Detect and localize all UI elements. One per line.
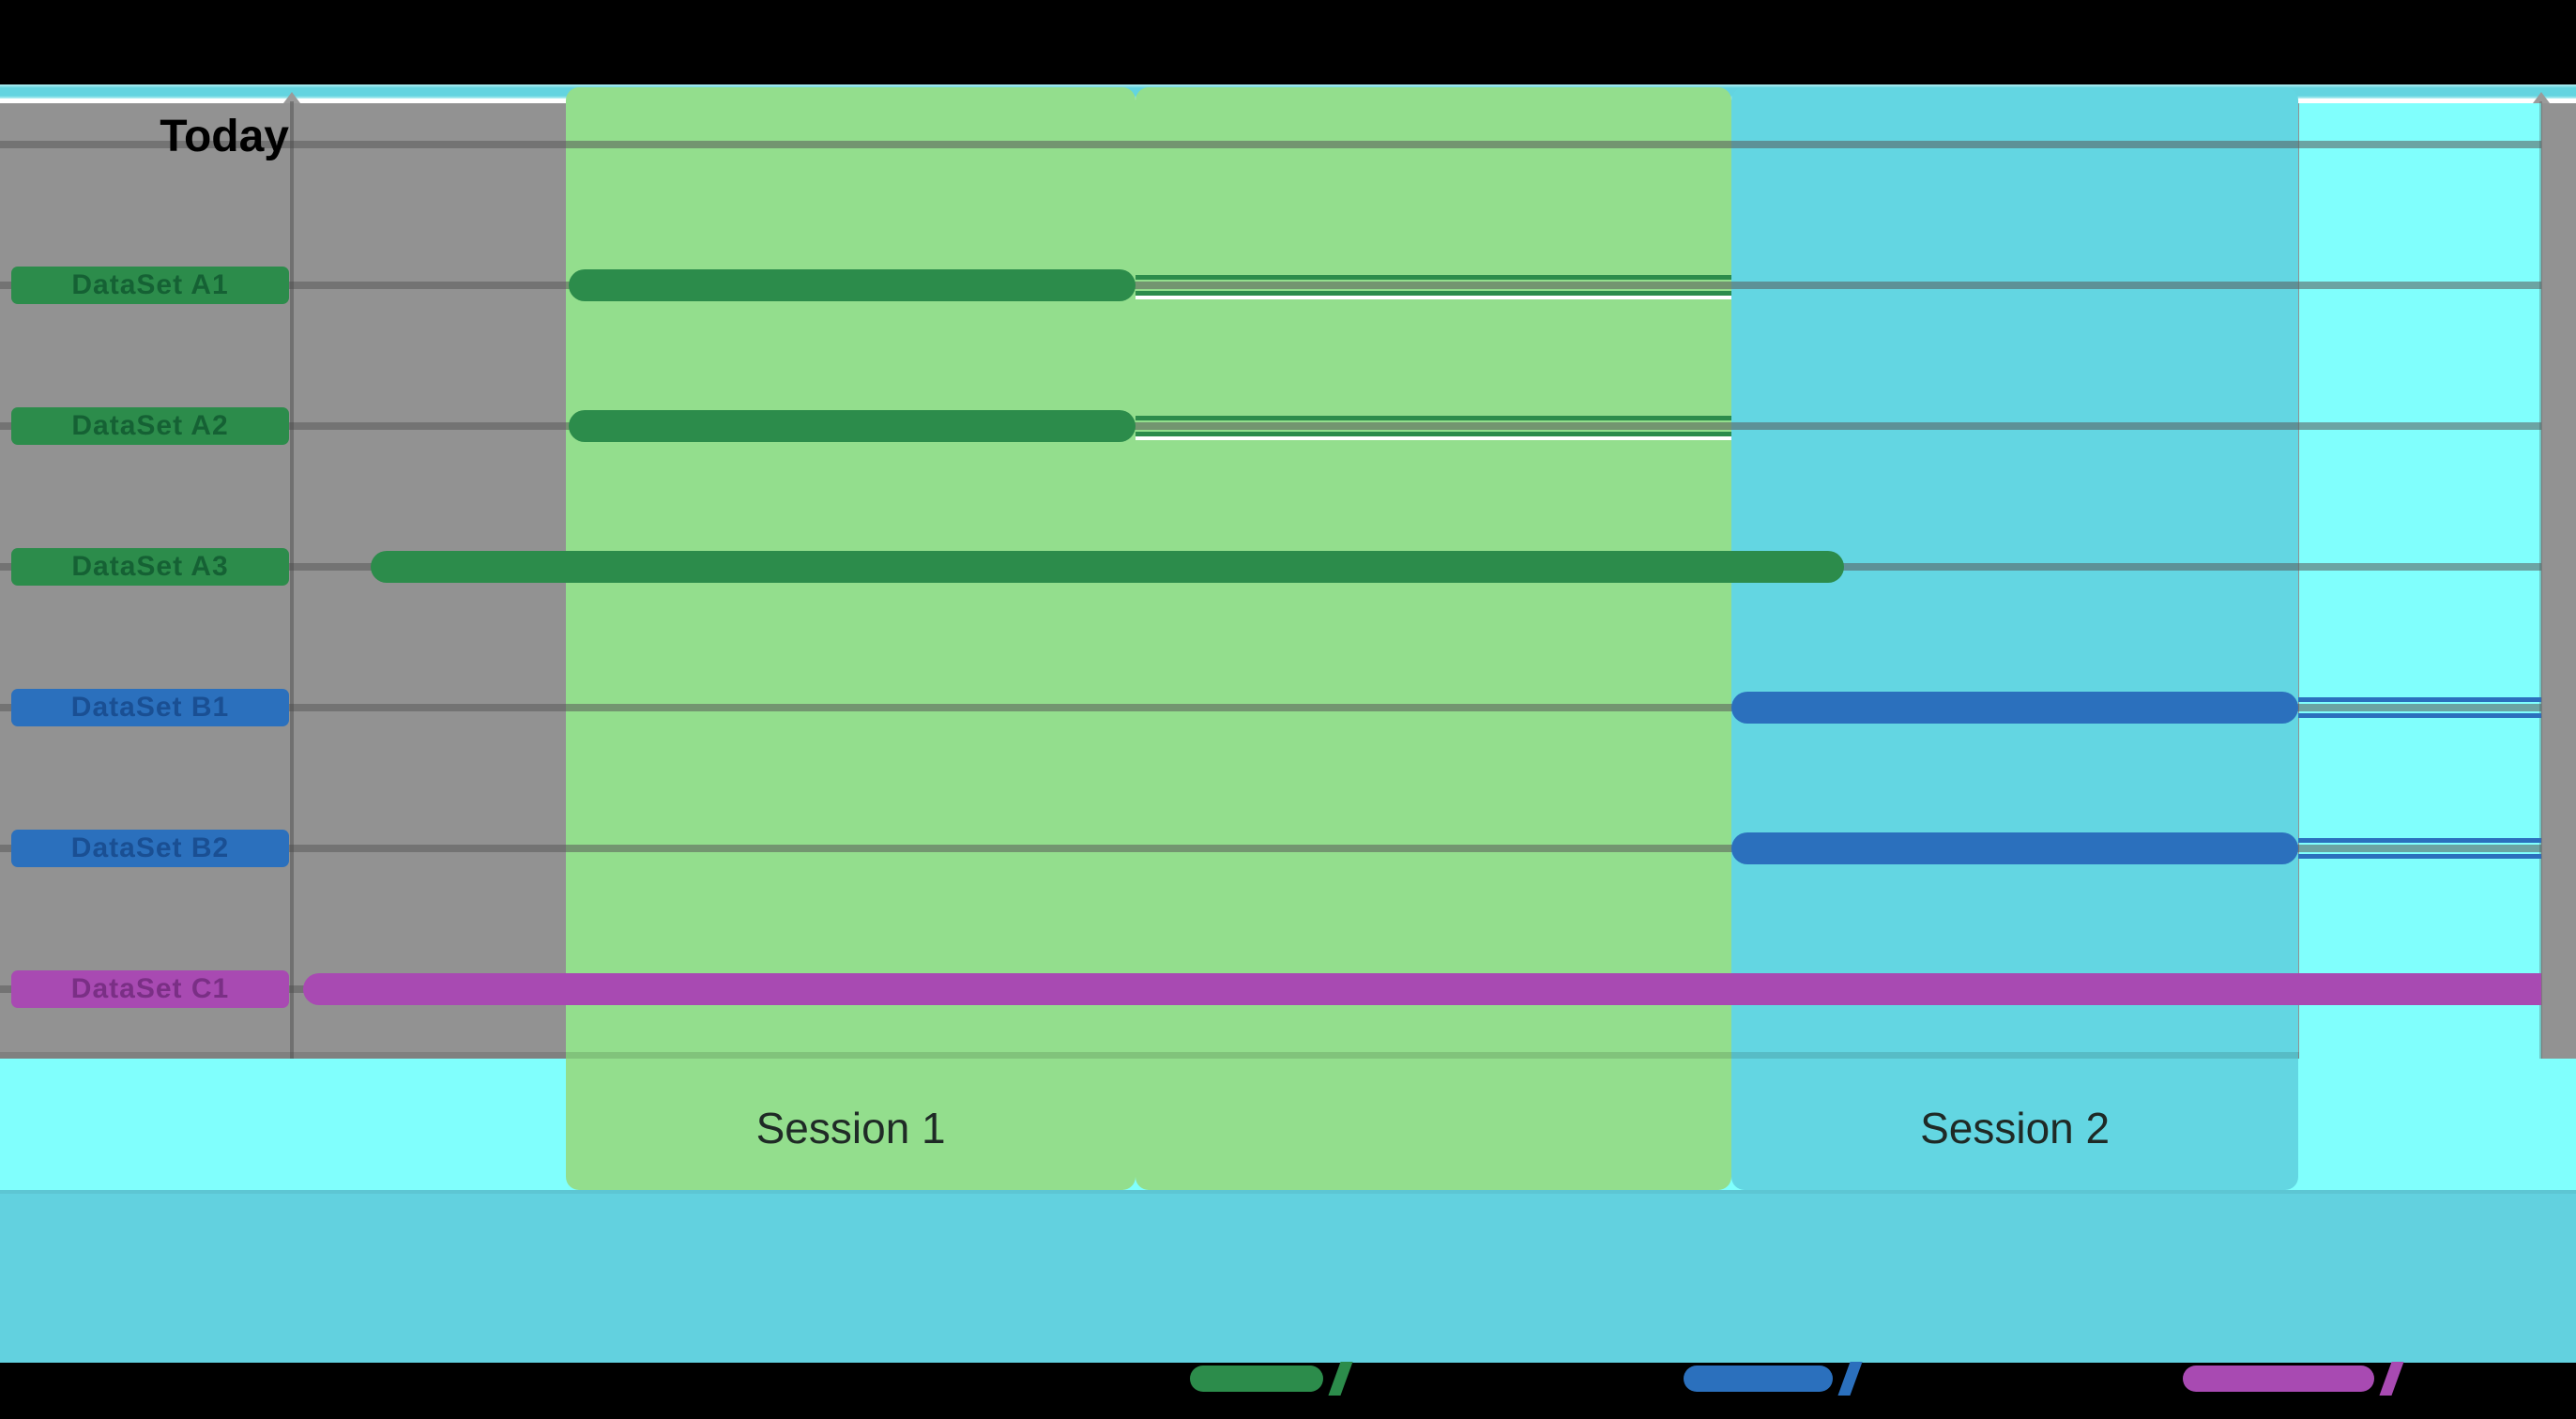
row-label-pill: DataSet A2: [11, 407, 289, 445]
session-band: [1731, 87, 2299, 1190]
task-track-top-edge: [2298, 697, 2541, 702]
row-label-pill: DataSet A1: [11, 267, 289, 304]
row-grid-line: [0, 141, 2541, 148]
task-track-bottom-edge: [1135, 291, 1732, 296]
task-bar: [1731, 692, 2299, 724]
plot-right-edge-line: [2539, 101, 2542, 1059]
session-band: [566, 87, 1136, 1190]
legend-swatch-group-a: [1190, 1366, 1323, 1392]
right-gray-margin-strip: [2541, 103, 2576, 1059]
plot-right-edge-arrow-icon: [2533, 92, 2550, 103]
task-track-bottom-edge: [2298, 854, 2541, 859]
task-bar: [302, 973, 2541, 1005]
row-label-pill: DataSet C1: [11, 970, 289, 1008]
row-label-pill: DataSet B1: [11, 689, 289, 726]
task-bar: [568, 410, 1136, 442]
row-label-pill: DataSet B2: [11, 830, 289, 867]
row-label-pill: DataSet A3: [11, 548, 289, 586]
task-track-underline: [1135, 436, 1732, 440]
bottom-cyan-band: [0, 1190, 2576, 1366]
row-label-text: DataSet B2: [70, 832, 230, 863]
task-track-top-edge: [1135, 275, 1732, 280]
session-label: Session 1: [755, 1104, 946, 1152]
task-track-top-edge: [2298, 838, 2541, 843]
row-label-text: DataSet A1: [71, 269, 229, 300]
legend-swatch-group-b: [1684, 1366, 1833, 1392]
task-track-bottom-edge: [2298, 713, 2541, 718]
today-marker-arrow-icon: [283, 92, 300, 103]
task-track-bottom-edge: [1135, 432, 1732, 436]
today-marker-line: [290, 101, 294, 1059]
session-band: [1135, 87, 1732, 1190]
task-bar: [370, 551, 1844, 583]
plot-bottom-edge: [0, 1052, 2299, 1059]
row-grid-line: [0, 845, 2541, 852]
row-grid-line: [0, 422, 2541, 430]
row-label-text: DataSet A3: [71, 551, 229, 582]
task-bar: [568, 269, 1136, 301]
session-label: Session 2: [1920, 1104, 2111, 1152]
task-track-top-edge: [1135, 416, 1732, 420]
today-label: Today: [160, 112, 289, 161]
legend-swatch-group-c: [2183, 1366, 2374, 1392]
row-label-text: DataSet A2: [71, 410, 229, 441]
row-grid-line: [0, 704, 2541, 711]
task-track-underline: [1135, 296, 1732, 299]
row-label-text: DataSet C1: [70, 973, 230, 1004]
row-grid-line: [0, 282, 2541, 289]
task-bar: [1731, 832, 2299, 864]
row-label-text: DataSet B1: [70, 692, 230, 723]
